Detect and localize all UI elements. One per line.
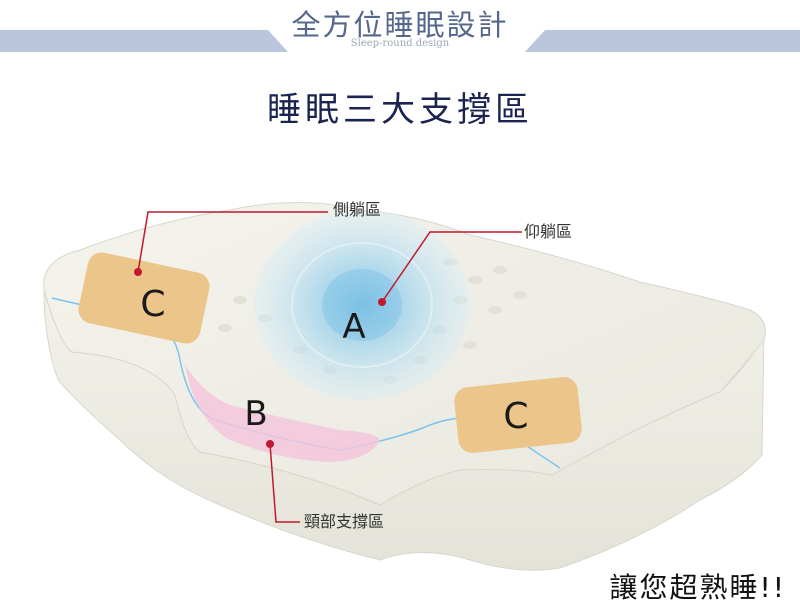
callout-side-zone: 側躺區 (333, 200, 382, 219)
zone-c-right-pad (454, 377, 582, 453)
callout-back-zone: 仰躺區 (524, 222, 573, 241)
leader-line-side (137, 211, 328, 273)
zone-c-right-label: C (503, 396, 528, 437)
page-heading: 睡眠三大支撐區 (267, 90, 533, 130)
tagline: 讓您超熟睡!! (609, 571, 786, 604)
top-banner: 全方位睡眠設計 Sleep-round design (0, 0, 800, 58)
leader-dots (134, 268, 386, 448)
zone-a-glow (254, 210, 470, 400)
banner-band (0, 0, 800, 52)
leader-line-neck (269, 443, 300, 523)
callout-neck-zone: 頸部支撐區 (304, 512, 385, 531)
banner-title: 全方位睡眠設計 (291, 8, 509, 42)
leader-lines (137, 211, 522, 523)
leader-dot-back (378, 298, 386, 306)
zone-a-label: A (342, 307, 365, 347)
zone-c-left-label: C (140, 284, 165, 325)
leader-dot-neck (266, 440, 274, 448)
zone-b-label: B (244, 394, 267, 434)
zone-c-left-pad (78, 252, 210, 344)
leader-dot-side (134, 268, 142, 276)
leader-line-back (381, 231, 522, 303)
zone-b-pad (185, 365, 380, 462)
banner-subtitle: Sleep-round design (350, 38, 450, 49)
